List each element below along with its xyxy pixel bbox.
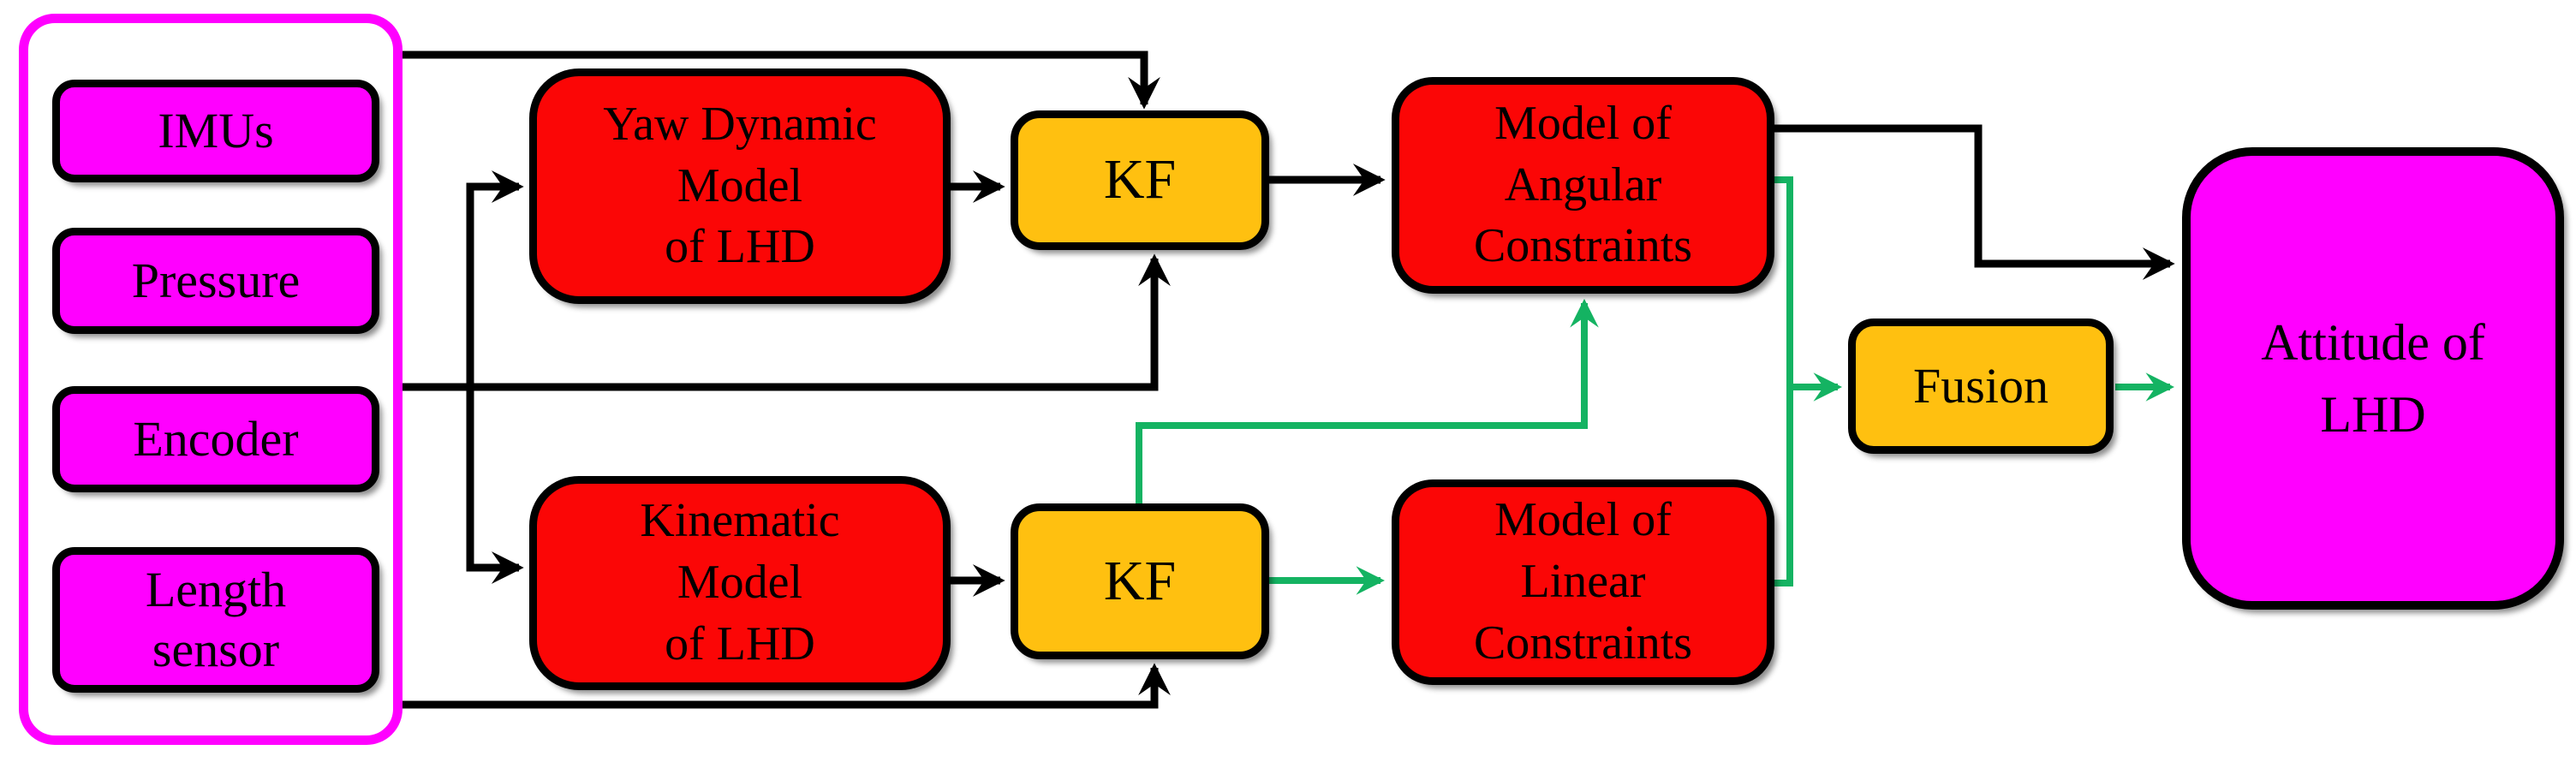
node-encoder-sensor: Encoder [52, 386, 379, 492]
node-fusion: Fusion [1848, 319, 2114, 454]
arrow-sensors-to-kf1-bottom [402, 253, 1171, 391]
node-imus: IMUs [52, 80, 379, 182]
node-yaw-dynamic-model: Yaw Dynamic Model of LHD [529, 68, 951, 304]
node-pressure-sensor: Pressure [52, 228, 379, 334]
arrow-sensors-to-kf2-bottom [402, 663, 1171, 709]
node-kf-top: KF [1011, 110, 1269, 250]
arrow-sensors-to-kinematic-model [466, 387, 524, 584]
arrow-kf2-to-angular-model [1136, 298, 1599, 505]
node-kinematic-model: Kinematic Model of LHD [529, 476, 951, 690]
node-length-sensor: Length sensor [52, 547, 379, 693]
arrow-angular-model-to-attitude [1774, 124, 2175, 280]
node-attitude-of-lhd: Attitude of LHD [2182, 147, 2564, 610]
arrow-sensors-to-kf1-top [402, 51, 1160, 110]
sensor-panel: IMUs Pressure Encoder Length sensor [19, 14, 402, 745]
node-kf-bottom: KF [1011, 503, 1269, 659]
wire-constraints-collector [1774, 176, 1793, 586]
arrow-sensors-to-yaw-model [466, 170, 524, 387]
node-linear-constraints-model: Model of Linear Constraints [1392, 479, 1774, 685]
node-angular-constraints-model: Model of Angular Constraints [1392, 77, 1774, 294]
